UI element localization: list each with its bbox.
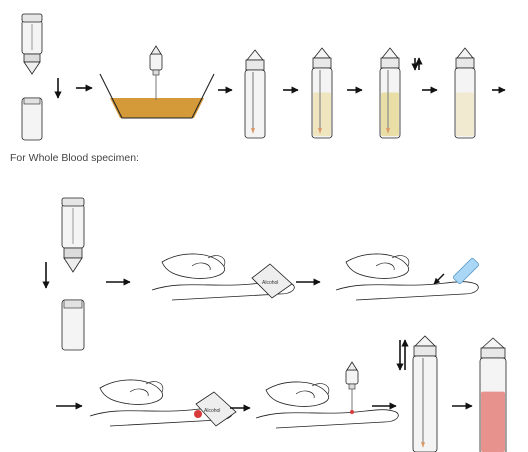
alcohol-pad-label: Alcohol xyxy=(204,408,220,414)
blood-drop-icon xyxy=(194,410,202,418)
row1-vial-4 xyxy=(455,48,475,138)
hand-icon xyxy=(256,382,398,428)
alcohol-pad-label: Alcohol xyxy=(262,280,278,286)
row3-vial-1 xyxy=(413,336,437,452)
buffer-tray xyxy=(100,46,214,118)
row1-split-tube xyxy=(22,14,42,140)
row1-vial-3 xyxy=(380,48,400,138)
arrow-updown-icon xyxy=(400,340,405,370)
arrow-updown-icon xyxy=(415,58,419,70)
lancet-icon xyxy=(434,258,479,285)
dropper-icon xyxy=(346,362,358,414)
row3-vial-2 xyxy=(480,338,506,452)
alcohol-pad-icon: Alcohol xyxy=(252,264,292,298)
row1-vial-2 xyxy=(312,48,332,138)
row2-split-tube xyxy=(62,198,84,350)
row1-vial-1 xyxy=(245,50,265,138)
